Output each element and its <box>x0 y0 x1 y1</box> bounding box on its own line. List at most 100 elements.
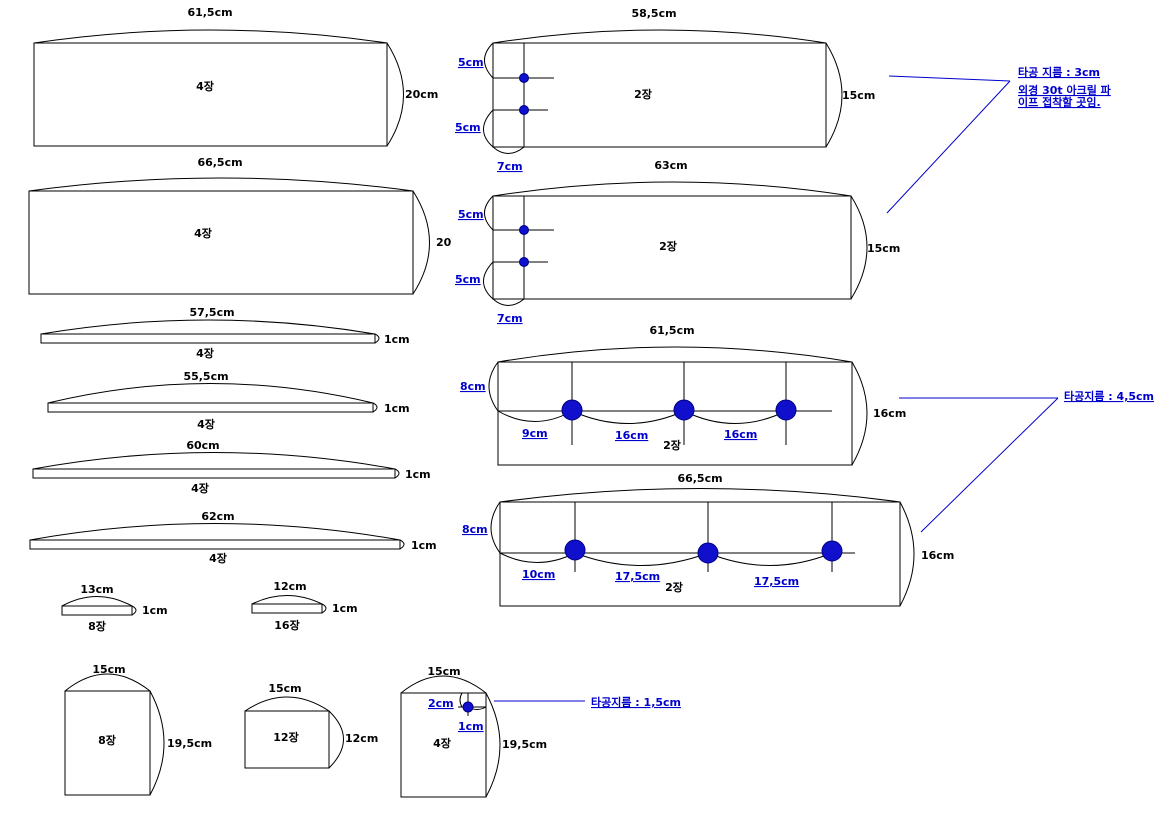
width-label: 15cm <box>268 682 301 695</box>
quantity-label: 4장 <box>433 736 451 750</box>
note-group-4-5cm: 타공지름 : 4,5cm <box>899 389 1154 533</box>
piece-60: 60cm 1cm 4장 <box>32 439 431 495</box>
width-label: 66,5cm <box>677 472 722 485</box>
hole-circle-icon <box>561 399 583 421</box>
piece-61-5-holes: 61,5cm 16cm 2장 8cm 9cm 16cm 16cm <box>460 324 906 466</box>
hole-offset-label: 8cm <box>462 523 488 536</box>
piece-62: 62cm 1cm 4장 <box>29 510 437 565</box>
height-label: 20cm <box>405 88 438 101</box>
hole-circle-icon <box>519 105 529 115</box>
piece-61-5: 61,5cm 20cm 4장 <box>33 6 438 147</box>
hole-gap-label: 9cm <box>522 427 548 440</box>
note-hole-1-5: 타공지름 : 1,5cm <box>591 695 681 709</box>
width-label: 13cm <box>80 583 113 596</box>
width-arc <box>492 181 852 197</box>
hole-gap-label: 10cm <box>522 568 555 581</box>
height-arc <box>851 361 868 466</box>
hole-circle-icon <box>673 399 695 421</box>
hole-offset-label: 5cm <box>455 121 481 134</box>
piece-rect <box>28 190 414 295</box>
width-arc <box>40 319 376 335</box>
leader-line <box>888 75 1011 82</box>
dim-arc <box>484 42 494 79</box>
quantity-label: 2장 <box>659 239 677 253</box>
width-arc <box>251 595 323 605</box>
dim-arc <box>483 109 494 148</box>
piece-12: 12cm 1cm 16장 <box>251 580 358 632</box>
height-label: 15cm <box>842 89 875 102</box>
height-arc <box>131 605 137 616</box>
quantity-label: 4장 <box>209 551 227 565</box>
piece-15x19-5-hole: 15cm 19,5cm 4장 2cm 1cm 타공지름 : 1,5cm <box>400 665 681 798</box>
hole-offset-label: 2cm <box>428 697 454 710</box>
hole-offset-label: 8cm <box>460 380 486 393</box>
quantity-label: 2장 <box>665 580 683 594</box>
piece-rect <box>400 692 487 798</box>
note-pipe-line2: 이프 접착할 곳임. <box>1018 95 1101 109</box>
leader-line <box>886 80 1011 214</box>
dim-arc <box>492 146 525 154</box>
quantity-label: 2장 <box>663 438 681 452</box>
dim-arc <box>574 552 709 566</box>
height-label: 1cm <box>405 468 431 481</box>
height-arc <box>328 710 344 769</box>
hole-circle-icon <box>462 701 474 713</box>
height-arc <box>386 42 404 147</box>
piece-rect <box>251 603 323 614</box>
hole-circle-icon <box>519 257 529 267</box>
width-arc <box>29 523 401 541</box>
note-hole-4-5: 타공지름 : 4,5cm <box>1064 389 1154 403</box>
piece-rect <box>47 402 374 413</box>
quantity-label: 4장 <box>197 417 215 431</box>
piece-rect <box>499 501 901 607</box>
width-arc <box>32 452 396 470</box>
width-label: 12cm <box>273 580 306 593</box>
dim-arc <box>488 361 499 412</box>
dim-arc <box>707 552 833 566</box>
piece-rect <box>29 539 401 550</box>
hole-gap-label: 17,5cm <box>615 570 660 583</box>
height-arc <box>321 603 327 614</box>
dim-arc <box>499 552 576 563</box>
piece-rect <box>61 605 133 616</box>
height-label: 19,5cm <box>167 737 212 750</box>
width-label: 66,5cm <box>197 156 242 169</box>
piece-66-5-holes: 66,5cm 16cm 2장 8cm 10cm 17,5cm 17,5cm <box>462 472 954 607</box>
height-label: 20 <box>436 236 452 249</box>
piece-rect <box>492 42 827 148</box>
height-arc <box>149 690 165 796</box>
piece-58-5: 58,5cm 15cm 2장 5cm 5cm 7cm <box>455 7 875 173</box>
hole-circle-icon <box>775 399 797 421</box>
hole-circle-icon <box>519 73 529 83</box>
quantity-label: 8장 <box>98 733 116 747</box>
height-label: 16cm <box>921 549 954 562</box>
height-label: 16cm <box>873 407 906 420</box>
hole-gap-label: 16cm <box>615 429 648 442</box>
height-label: 1cm <box>142 604 168 617</box>
height-arc <box>899 501 915 607</box>
hole-offset-label: 5cm <box>458 208 484 221</box>
width-label: 58,5cm <box>631 7 676 20</box>
width-label: 61,5cm <box>187 6 232 19</box>
height-label: 15cm <box>867 242 900 255</box>
width-arc <box>33 29 388 44</box>
height-label: 12cm <box>345 732 378 745</box>
hole-offset-label: 1cm <box>458 720 484 733</box>
width-label: 60cm <box>186 439 219 452</box>
dim-arc <box>683 410 787 424</box>
piece-15x19-5: 15cm 19,5cm 8장 <box>64 663 212 796</box>
width-arc <box>28 177 414 192</box>
note-hole-3: 타공 지름 : 3cm <box>1018 65 1100 79</box>
leader-line <box>920 397 1059 533</box>
hole-circle-icon <box>564 539 586 561</box>
hole-circle-icon <box>519 225 529 235</box>
height-arc <box>399 539 405 550</box>
width-arc <box>64 673 151 692</box>
dim-arc <box>459 692 463 708</box>
piece-rect <box>497 361 853 466</box>
note-pipe-line1: 외경 30t 아크릴 파 <box>1018 83 1112 97</box>
dim-arc <box>490 501 501 554</box>
note-group-3cm: 타공 지름 : 3cm 외경 30t 아크릴 파 이프 접착할 곳임. <box>886 65 1112 214</box>
piece-63: 63cm 15cm 2장 5cm 5cm 7cm <box>455 159 900 325</box>
